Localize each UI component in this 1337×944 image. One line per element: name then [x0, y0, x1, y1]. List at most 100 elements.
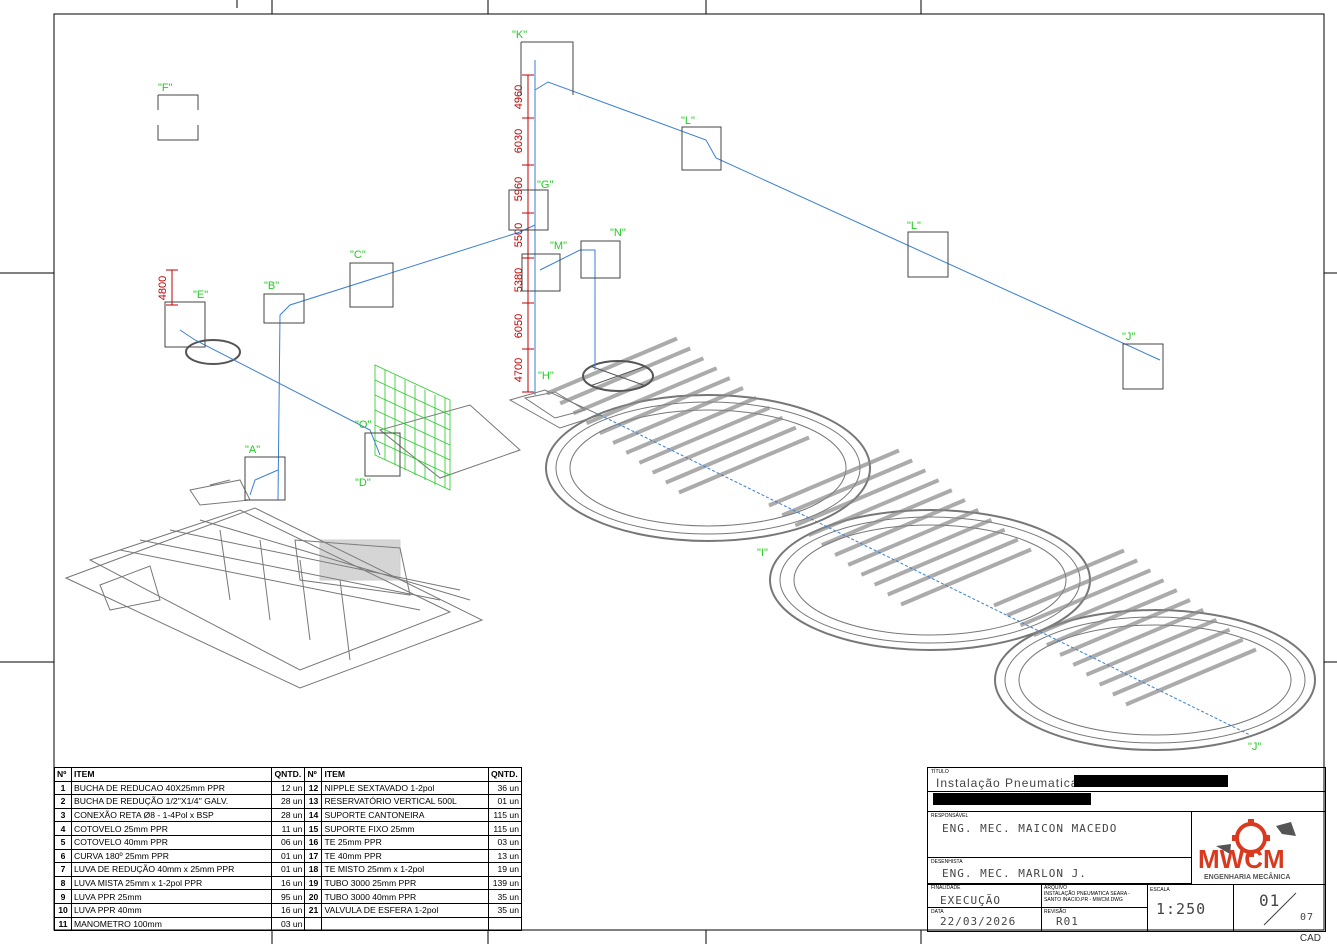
bom-qty: 139 un: [488, 875, 522, 891]
bom-qty: 03 un: [271, 916, 306, 932]
bom-no: 10: [54, 902, 72, 918]
bom-qty: 03 un: [488, 834, 522, 850]
dimension-label: 4700: [513, 358, 525, 382]
bom-item: COTOVELO 40mm PPR: [70, 834, 273, 850]
tank-rib: [847, 508, 979, 567]
sheet-border: [53, 13, 1325, 931]
tank-3: [993, 548, 1316, 751]
tank-rib: [807, 478, 940, 538]
revision: R01: [1056, 915, 1079, 928]
tank-rib: [1032, 578, 1165, 638]
bom-item: CONEXÃO RETA Ø8 - 1-4Pol x BSP: [70, 807, 273, 823]
arquivo: INSTALAÇÃO PNEUMATICA SEARA - SANTO INAC…: [1044, 891, 1130, 903]
green-structure: [374, 364, 451, 491]
tank-rib: [900, 547, 1032, 607]
bom-qty: 06 un: [271, 834, 306, 850]
bom-item: LUVA DE REDUÇÃO 40mm x 25mm PPR: [70, 862, 273, 877]
bom-no: 11: [54, 916, 72, 932]
bom-qty: 19 un: [488, 862, 522, 877]
bom-no: 8: [54, 875, 72, 891]
bom-qty: 95 un: [271, 889, 306, 904]
point-label-a: "A": [245, 444, 260, 456]
bom-qty: 01 un: [488, 794, 522, 809]
bom-header-no: Nº: [304, 767, 323, 782]
titulo-caption: TÍTULO: [931, 769, 949, 775]
bom-item: BUCHA DE REDUÇÃO 1/2''X1/4'' GALV.: [70, 794, 273, 809]
bom-qty: 01 un: [271, 848, 306, 864]
bom-no: 14: [304, 807, 323, 823]
title-block: TÍTULO Instalação Pneumatica RESPONSÁVEL…: [927, 767, 1326, 932]
responsavel: ENG. MEC. MAICON MACEDO: [942, 822, 1118, 835]
tank-rib: [678, 435, 810, 495]
logo-subtitle: ENGENHARIA MECÂNICA: [1204, 872, 1290, 881]
side-dimension-label: 4800: [157, 276, 169, 300]
tank-rib: [834, 498, 966, 557]
bom-no: 15: [304, 821, 323, 836]
tank-rib: [1019, 568, 1152, 628]
dimension-chain: [166, 74, 534, 393]
bom-item: RESERVATÓRIO VERTICAL 500L: [321, 794, 489, 809]
bom-item: LUVA PPR 40mm: [70, 902, 273, 918]
bom-qty: 28 un: [271, 794, 306, 809]
bom-no: 6: [54, 848, 72, 864]
tank-rib: [546, 336, 678, 396]
sheet-divider: [1263, 892, 1297, 926]
bom-no: 12: [304, 780, 323, 796]
bom-item: MANOMETRO 100mm: [70, 916, 273, 932]
bom-qty: 35 un: [488, 889, 522, 904]
tank-1: [545, 336, 871, 542]
dimension-label: 5500: [513, 223, 525, 247]
tank-rib: [585, 366, 718, 426]
bom-item: TE 25mm PPR: [321, 834, 489, 850]
bom-qty: 115 un: [488, 821, 522, 836]
tank-rib: [665, 425, 797, 485]
bom-item: CURVA 180º 25mm PPR: [70, 848, 273, 864]
company-logo: MWCM ENGENHARIA MECÂNICA: [1196, 816, 1320, 882]
tank-rib: [572, 356, 705, 416]
bom-header-qty: QNTD.: [488, 767, 522, 782]
tank-rib: [821, 488, 953, 547]
tank-rib: [559, 346, 691, 406]
plant-area: [378, 389, 602, 479]
redacted-block: [933, 793, 1091, 805]
bom-header-item: ITEM: [321, 767, 489, 782]
tank-rib: [638, 405, 771, 465]
drawing-title: Instalação Pneumatica: [936, 776, 1079, 790]
tank-rib: [612, 386, 744, 445]
tank-rib: [873, 527, 1006, 587]
tank-rib: [993, 548, 1125, 608]
tank-rib: [768, 448, 900, 508]
detail-markers: [157, 41, 1164, 501]
bom-item: SUPORTE FIXO 25mm: [321, 821, 489, 836]
bom-item: TUBO 3000 40mm PPR: [321, 889, 489, 904]
bom-item: TE MISTO 25mm x 1-2pol: [321, 862, 489, 877]
bom-no: [304, 916, 323, 932]
tank-rib: [781, 458, 913, 518]
arquivo-caption: ARQUIVO: [1044, 885, 1068, 891]
point-label-e: "E": [193, 289, 208, 301]
revisao-caption: REVISÃO: [1044, 909, 1067, 915]
bom-qty: 16 un: [271, 902, 306, 918]
bom-header-qty: QNTD.: [271, 767, 306, 782]
dimension-label: 4960: [513, 85, 525, 109]
point-label-b: "B": [264, 280, 279, 292]
bom-no: 17: [304, 848, 323, 864]
bom-item: [321, 916, 489, 932]
sheet-total: 07: [1300, 912, 1315, 923]
tank-rib: [1112, 637, 1244, 697]
bom-item: VALVULA DE ESFERA 1-2pol: [321, 902, 489, 918]
bom-header-no: Nº: [54, 767, 72, 782]
desenhista-caption: DESENHISTA: [931, 859, 963, 865]
bom-qty: 28 un: [271, 807, 306, 823]
bom-qty: 11 un: [271, 821, 306, 836]
point-label-c: "C": [350, 249, 366, 261]
